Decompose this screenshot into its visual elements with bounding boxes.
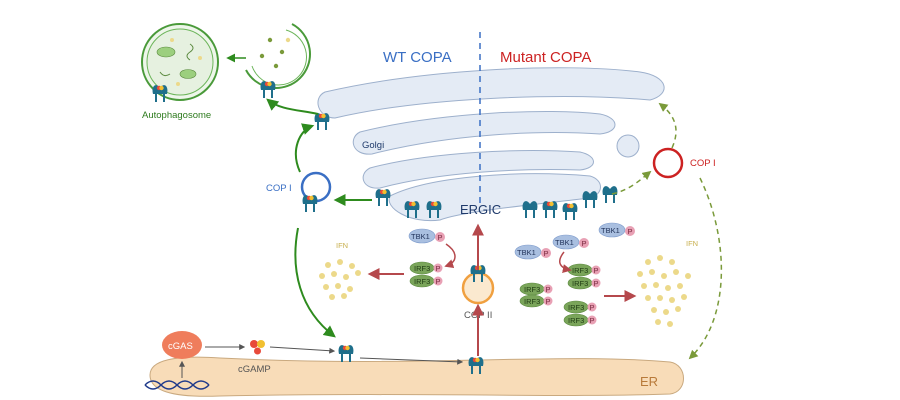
autophagosome-label: Autophagosome: [142, 110, 211, 121]
sting-autophagosome: [153, 85, 168, 102]
irf3-wt: IRF3 P IRF3 P: [409, 261, 443, 288]
cop-i-label-mutant: COP I: [690, 158, 716, 169]
arrow-ergic-to-cop-i-mutant: [611, 170, 652, 195]
arrow-sting-er-to-er: [359, 357, 464, 365]
svg-text:TBK1: TBK1: [555, 238, 574, 247]
arrow-cop-i-to-er: [294, 227, 336, 338]
tbk1-mutant: TBK1 P TBK1 P TBK1 P: [514, 222, 635, 260]
svg-text:P: P: [582, 239, 587, 248]
svg-text:IRF3: IRF3: [524, 297, 540, 306]
cop-ii-vesicle: [461, 271, 495, 305]
cgas-label: cGAS: [168, 341, 193, 352]
sting-er-left: [339, 345, 354, 362]
cop-i-label-wt: COP I: [266, 183, 292, 194]
ifn-dots-right: [637, 255, 691, 327]
cgas-blob: [162, 331, 202, 359]
arrow-tbk1-to-irf3-wt: [444, 243, 456, 268]
phagophore: [245, 23, 311, 89]
svg-text:IRF3: IRF3: [572, 279, 588, 288]
sting-on-cop-i-wt: [303, 195, 318, 212]
svg-text:TBK1: TBK1: [411, 232, 430, 241]
svg-text:TBK1: TBK1: [601, 226, 620, 235]
cgamp-molecule: [250, 340, 265, 355]
er-membrane: [149, 356, 684, 397]
svg-text:P: P: [594, 279, 599, 288]
svg-text:P: P: [590, 316, 595, 325]
arrow-cop-i-to-golgi: [294, 123, 315, 173]
cop-i-vesicle-mutant: [652, 147, 684, 179]
cgamp-label: cGAMP: [238, 364, 271, 375]
ergic-label: ERGIC: [460, 202, 501, 217]
arrow-cop-i-to-er-mutant: [688, 177, 723, 360]
tbk1-wt: TBK1 P: [408, 228, 445, 244]
svg-text:IRF3: IRF3: [572, 266, 588, 275]
svg-text:P: P: [438, 233, 443, 242]
svg-text:IRF3: IRF3: [568, 303, 584, 312]
autophagosome: [141, 23, 219, 101]
golgi-label: Golgi: [362, 140, 384, 151]
sting-ergic-left: [376, 189, 391, 206]
arrow-cgamp-to-sting: [269, 346, 336, 354]
svg-text:P: P: [546, 297, 551, 306]
ifn-label-right: IFN: [686, 239, 698, 248]
svg-text:P: P: [590, 303, 595, 312]
svg-text:IRF3: IRF3: [414, 277, 430, 286]
irf3-mutant: IRF3 P IRF3 P IRF3 P IRF3 P IRF3 P IRF3 …: [519, 263, 601, 327]
sting-phagophore: [261, 81, 276, 98]
svg-text:P: P: [594, 266, 599, 275]
er-label: ER: [640, 374, 658, 389]
svg-text:P: P: [436, 264, 441, 273]
sting-golgi-top: [315, 113, 330, 130]
arrow-tbk1-to-irf3-mutant: [559, 251, 572, 273]
svg-text:IRF3: IRF3: [524, 285, 540, 294]
svg-text:P: P: [546, 285, 551, 294]
ifn-label-left: IFN: [336, 241, 348, 250]
svg-text:IRF3: IRF3: [568, 316, 584, 325]
arrow-golgi-to-phagophore: [266, 98, 319, 115]
svg-text:P: P: [436, 277, 441, 286]
ifn-dots-left: [319, 259, 361, 300]
wt-copa-label: WT COPA: [383, 49, 452, 66]
golgi-stack: [317, 67, 665, 222]
svg-text:TBK1: TBK1: [517, 248, 536, 257]
mutant-copa-label: Mutant COPA: [500, 49, 591, 66]
arrow-cop-i-to-golgi-mutant: [658, 102, 677, 149]
svg-text:P: P: [544, 249, 549, 258]
svg-text:P: P: [628, 227, 633, 236]
svg-text:IRF3: IRF3: [414, 264, 430, 273]
